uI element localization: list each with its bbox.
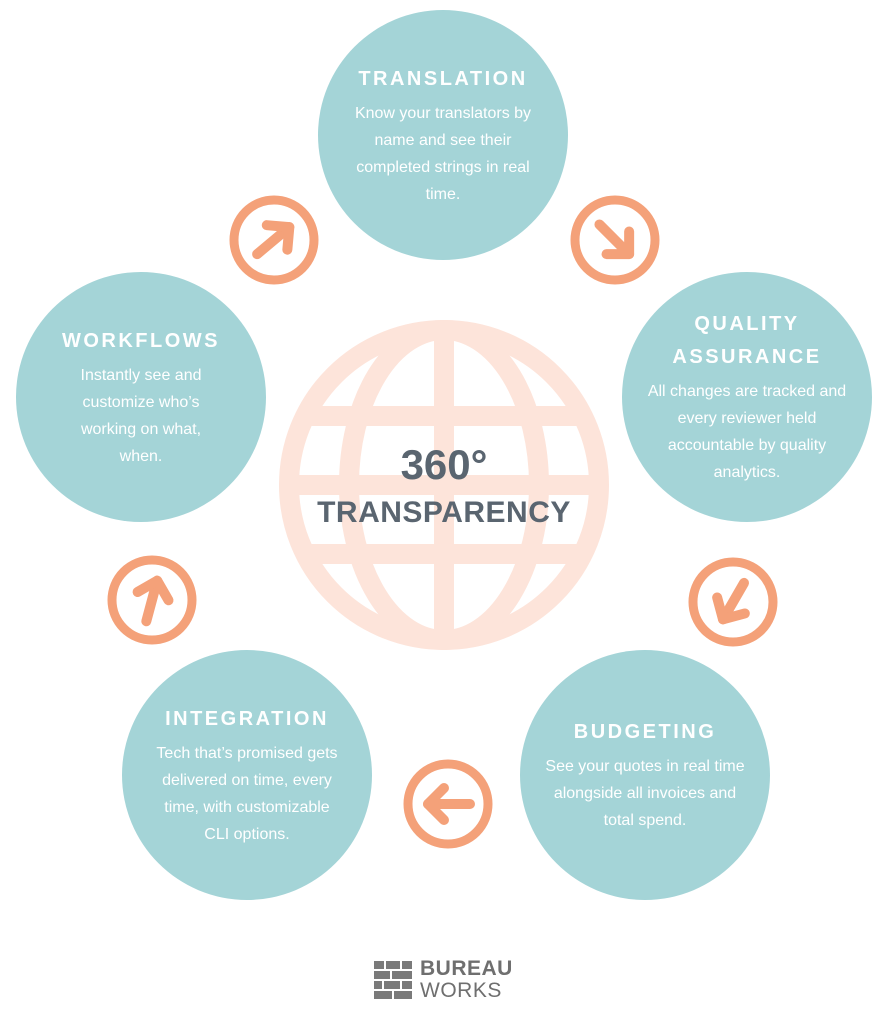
step-integration: INTEGRATION Tech that’s promised gets de… (122, 650, 372, 900)
brick-wall-icon (374, 961, 412, 999)
arrow-down-right-icon (570, 195, 660, 285)
arrow-up-icon (107, 555, 197, 645)
step-quality-assurance: QUALITY ASSURANCE All changes are tracke… (622, 272, 872, 522)
center-heading: 360° TRANSPARENCY (277, 440, 611, 532)
step-description: Instantly see and customize who’s workin… (80, 366, 202, 465)
center-number: 360° (400, 441, 488, 488)
step-title: INTEGRATION (165, 707, 329, 730)
arrow-up-right-icon (229, 195, 319, 285)
globe-icon (279, 320, 609, 650)
step-title: BUDGETING (573, 721, 717, 743)
logo-text-primary: BUREAU (420, 957, 513, 980)
step-title: TRANSLATION (358, 67, 528, 90)
step-title: WORKFLOWS (61, 329, 221, 352)
step-translation: TRANSLATION Know your translators by nam… (318, 10, 568, 260)
step-budgeting: BUDGETING See your quotes in real time a… (520, 650, 770, 900)
step-workflows: WORKFLOWS Instantly see and customize wh… (16, 272, 266, 522)
arrow-down-left-icon (688, 557, 778, 647)
arrow-left-icon (403, 759, 493, 849)
center-label: TRANSPARENCY (317, 496, 571, 529)
step-description: Tech that’s promised gets delivered on t… (156, 744, 338, 843)
step-description: See your quotes in real time alongside a… (545, 758, 745, 829)
step-description: All changes are tracked and every review… (647, 383, 847, 481)
step-title: QUALITY ASSURANCE (672, 313, 822, 368)
bureau-works-logo: BUREAU WORKS (374, 958, 524, 1002)
step-description: Know your translators by name and see th… (354, 104, 532, 203)
logo-text-secondary: WORKS (420, 979, 502, 1002)
